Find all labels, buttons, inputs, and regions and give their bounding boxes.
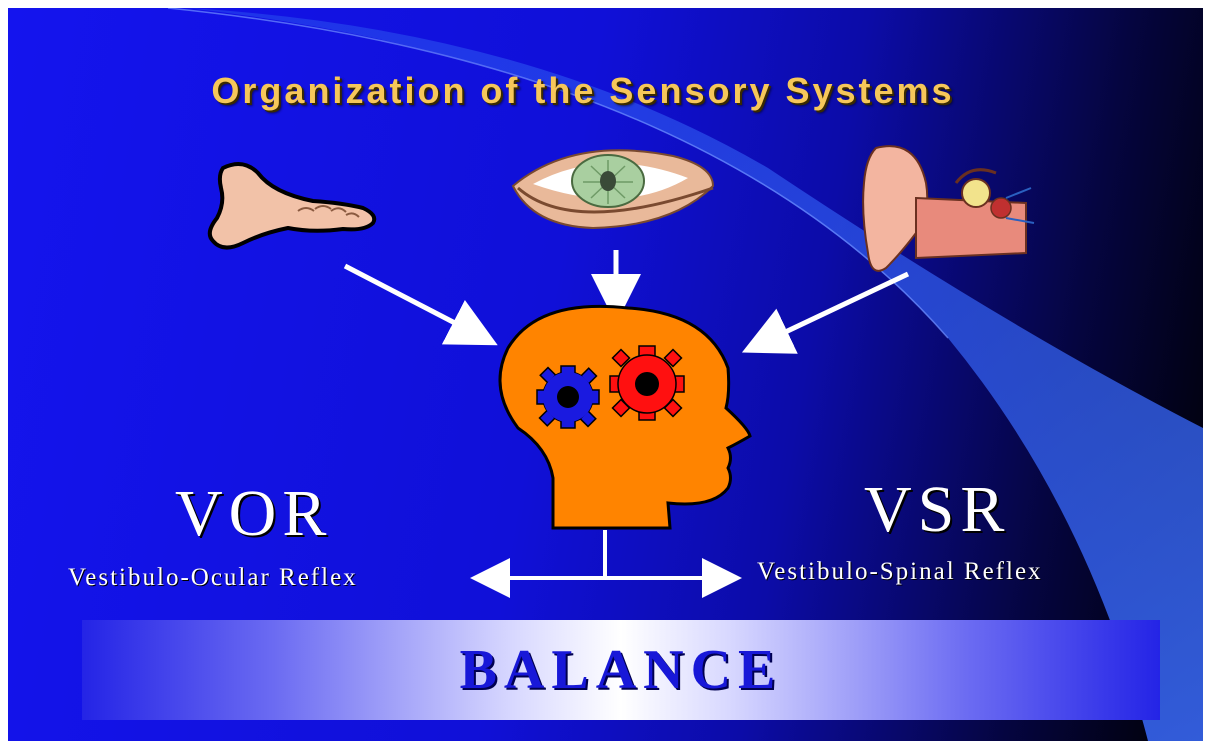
vsr-label: VSR	[864, 472, 1010, 548]
ear-icon	[863, 146, 1034, 271]
arrow-ear-to-head	[760, 274, 908, 344]
vsr-full-label: Vestibulo-Spinal Reflex	[757, 558, 1043, 586]
slide: Organization of the Sensory Systems VOR …	[8, 8, 1203, 741]
arrow-foot-to-head	[345, 266, 480, 336]
gear-blue-icon	[537, 366, 599, 428]
eye-icon	[513, 150, 713, 228]
head-with-gears-icon	[500, 306, 750, 528]
slide-title: Organization of the Sensory Systems	[8, 70, 1158, 112]
balance-bar: BALANCE	[82, 620, 1160, 720]
gear-red-icon	[610, 346, 684, 420]
vor-full-label: Vestibulo-Ocular Reflex	[68, 564, 358, 592]
vor-label: VOR	[175, 476, 332, 552]
foot-icon	[210, 164, 374, 248]
balance-label: BALANCE	[82, 638, 1160, 702]
